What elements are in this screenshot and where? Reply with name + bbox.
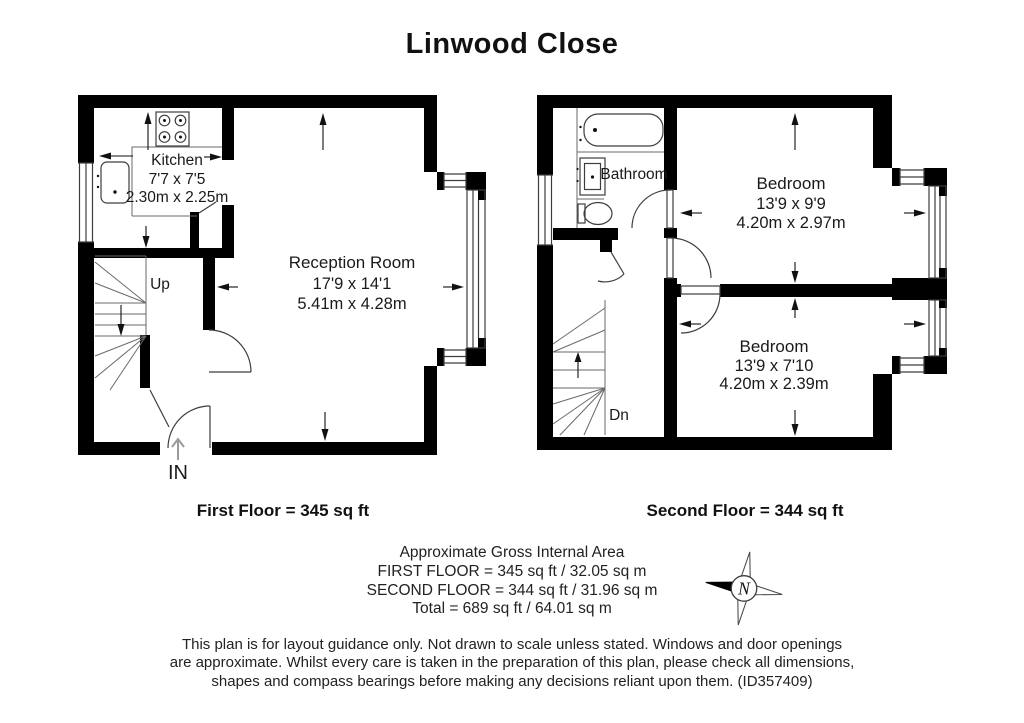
disclaimer: This plan is for layout guidance only. N…: [92, 636, 932, 691]
bay-side-window-bottom: [443, 348, 467, 366]
first-floor-plan: Kitchen 7'7 x 7'5 2.30m x 2.25m Receptio…: [78, 95, 486, 484]
bay-side-window-bottom: [899, 356, 925, 374]
toilet-icon: [577, 201, 613, 226]
bedroom2-metric: 4.20m x 2.39m: [719, 375, 828, 393]
sink-icon: [96, 161, 130, 204]
reception-label: Reception Room: [289, 253, 416, 272]
area-summary-second-floor: SECOND FLOOR = 344 sq ft / 31.96 sq m: [366, 581, 658, 599]
area-summary-first-floor: FIRST FLOOR = 345 sq ft / 32.05 sq m: [377, 562, 647, 580]
bath-icon: [576, 108, 664, 228]
kitchen-metric: 2.30m x 2.25m: [126, 189, 229, 206]
stove-icon: [155, 111, 190, 147]
bathroom-sink-icon: [576, 157, 606, 200]
kitchen-cupboard-door: [198, 201, 217, 214]
second-floor-plan: Bathroom Bedroom 13'9 x 9'9 4.20m x 2.97…: [537, 95, 947, 450]
understairs-door: [149, 389, 170, 428]
disclaimer-line-1: This plan is for layout guidance only. N…: [181, 636, 843, 653]
first-floor-walls: [78, 95, 486, 455]
stairs-up: [94, 255, 147, 391]
reception-imperial: 17'9 x 14'1: [313, 275, 392, 293]
bedroom2-imperial: 13'9 x 7'10: [735, 357, 814, 375]
landing-cupboard-door: [597, 251, 625, 283]
in-label: IN: [168, 462, 188, 484]
disclaimer-line-2: are approximate. Whilst every care is ta…: [169, 654, 855, 672]
kitchen-counter: [131, 146, 222, 217]
bay-front-window-bedroom2: [928, 299, 947, 357]
page-title: Linwood Close: [405, 28, 619, 60]
bay-side-window-top: [899, 168, 925, 186]
stairs-down: [552, 300, 606, 436]
bay-side-window-top: [443, 172, 467, 190]
reception-door: [208, 329, 252, 373]
bedroom2-label: Bedroom: [740, 337, 809, 356]
measure-arrows-first-floor: [99, 112, 464, 441]
in-arrow-icon: [171, 437, 185, 460]
area-summary-heading: Approximate Gross Internal Area: [399, 544, 625, 561]
second-floor-walls: [537, 95, 947, 450]
area-summary: Approximate Gross Internal Area FIRST FL…: [312, 544, 712, 619]
bedroom1-metric: 4.20m x 2.97m: [736, 214, 845, 232]
measure-arrows-second-floor: [679, 113, 926, 436]
bay-front-window-bedroom1: [928, 185, 947, 279]
second-floor-caption: Second Floor = 344 sq ft: [646, 501, 844, 520]
compass-icon: N: [705, 551, 783, 626]
up-label: Up: [150, 276, 170, 293]
first-floor-caption: First Floor = 345 sq ft: [196, 501, 370, 520]
disclaimer-line-3: shapes and compass bearings before makin…: [211, 672, 813, 690]
bathroom-door: [631, 189, 674, 229]
bedroom2-door: [680, 285, 721, 334]
reception-metric: 5.41m x 4.28m: [297, 295, 406, 313]
kitchen-imperial: 7'7 x 7'5: [149, 171, 206, 188]
bedroom1-label: Bedroom: [757, 174, 826, 193]
bedroom1-imperial: 13'9 x 9'9: [756, 195, 826, 213]
dn-label: Dn: [609, 407, 629, 424]
bathroom-label: Bathroom: [600, 166, 667, 183]
entrance-door: [167, 405, 211, 449]
left-wall-window: [78, 162, 94, 243]
compass-north-label: N: [737, 579, 751, 599]
left-wall-window: [537, 174, 553, 246]
area-summary-total: Total = 689 sq ft / 64.01 sq m: [412, 600, 612, 618]
kitchen-label: Kitchen: [151, 152, 203, 169]
bay-front-window: [466, 189, 486, 349]
bedroom1-door: [666, 237, 712, 279]
